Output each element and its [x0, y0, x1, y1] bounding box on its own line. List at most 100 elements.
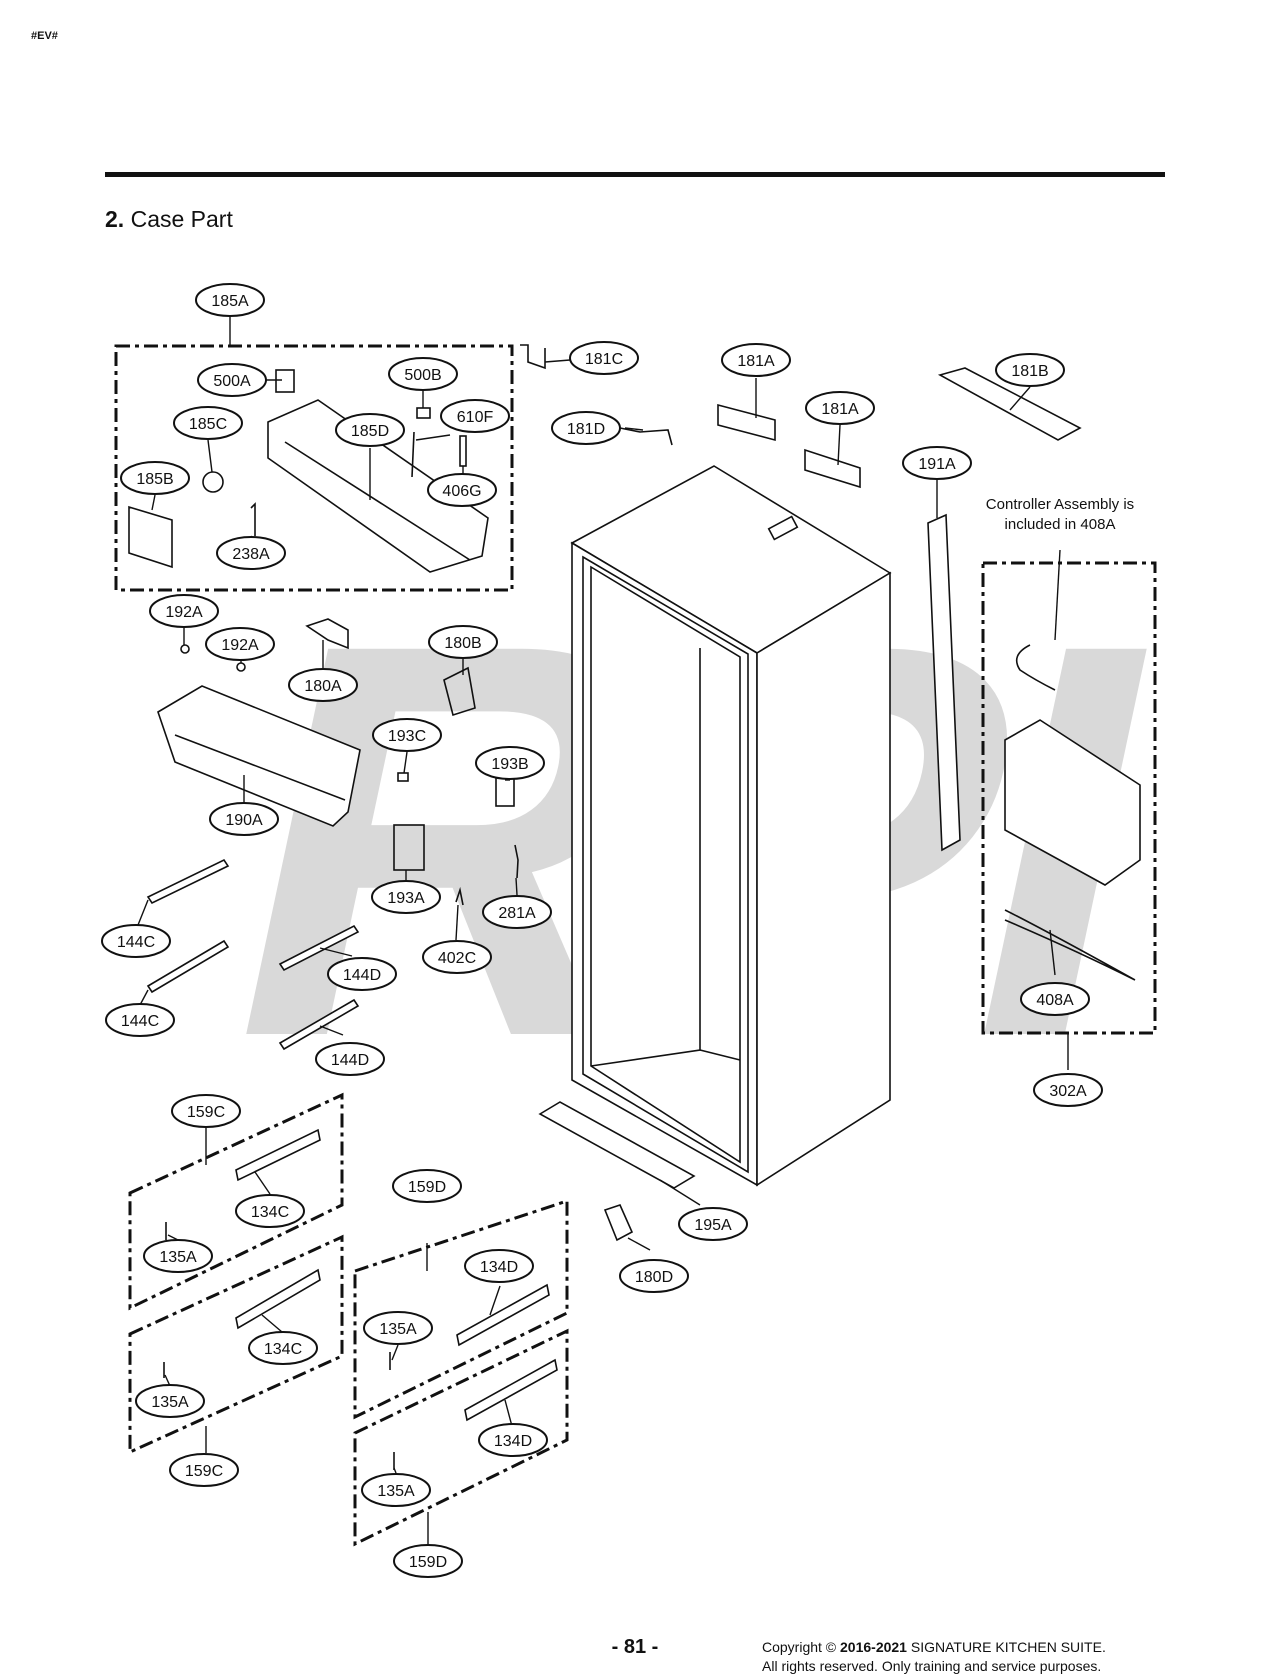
part-label-135A: 135A — [135, 1384, 205, 1418]
svg-text:185C: 185C — [189, 416, 227, 433]
part-label-144C: 144C — [105, 1003, 175, 1037]
page-number: - 81 - — [611, 1636, 659, 1658]
group-box-159C-upper — [128, 1092, 344, 1311]
svg-text:144D: 144D — [343, 967, 381, 984]
part-500A — [275, 369, 295, 393]
part-label-408A: 408A — [1020, 982, 1090, 1016]
svg-text:180B: 180B — [444, 635, 481, 652]
group-box-159C-lower — [128, 1234, 344, 1455]
part-610F — [411, 431, 415, 478]
part-181D — [619, 427, 673, 446]
part-label-180B: 180B — [428, 625, 498, 659]
group-box-159D-upper — [353, 1198, 569, 1420]
copyright-years: 2016-2021 — [840, 1639, 907, 1655]
part-label-180D: 180D — [619, 1259, 689, 1293]
part-label-192A: 192A — [149, 594, 219, 628]
controller-note: Controller Assembly is included in 408A — [955, 495, 1165, 535]
part-label-181A: 181A — [805, 391, 875, 425]
svg-text:181C: 181C — [585, 351, 623, 368]
part-label-159D: 159D — [392, 1169, 462, 1203]
header-rule — [105, 172, 1165, 177]
svg-text:610F: 610F — [457, 409, 494, 426]
svg-text:159C: 159C — [185, 1463, 223, 1480]
svg-text:135A: 135A — [159, 1249, 197, 1266]
copyright-prefix: Copyright © — [762, 1639, 837, 1655]
svg-text:185A: 185A — [211, 293, 249, 310]
note-line2: included in 408A — [1004, 516, 1116, 533]
part-281A — [514, 844, 519, 879]
part-label-134D: 134D — [478, 1423, 548, 1457]
svg-text:302A: 302A — [1049, 1083, 1087, 1100]
part-label-134C: 134C — [235, 1194, 305, 1228]
svg-text:159D: 159D — [408, 1179, 446, 1196]
svg-text:281A: 281A — [498, 905, 536, 922]
part-label-402C: 402C — [422, 940, 492, 974]
part-label-500B: 500B — [388, 357, 458, 391]
part-181A-2 — [804, 448, 861, 489]
svg-text:181B: 181B — [1011, 363, 1048, 380]
svg-text:180D: 180D — [635, 1269, 673, 1286]
part-label-195A: 195A — [678, 1207, 748, 1241]
copyright-rights: All rights reserved. Only training and s… — [762, 1658, 1102, 1674]
svg-text:181D: 181D — [567, 421, 605, 438]
part-144D-1 — [278, 924, 360, 972]
part-500B — [416, 407, 431, 419]
svg-text:144C: 144C — [121, 1013, 159, 1030]
part-label-185D: 185D — [335, 413, 405, 447]
part-402C — [455, 886, 464, 906]
part-evaporator — [1004, 719, 1141, 886]
section-title-text: Case Part — [130, 206, 233, 232]
svg-text:193A: 193A — [387, 890, 425, 907]
part-144C-1 — [146, 858, 230, 905]
part-label-180A: 180A — [288, 668, 358, 702]
part-label-144C: 144C — [101, 924, 171, 958]
part-195A — [538, 1101, 696, 1189]
svg-text:134C: 134C — [251, 1204, 289, 1221]
part-181A-1 — [717, 403, 776, 442]
svg-text:193C: 193C — [388, 728, 426, 745]
part-134C-1 — [235, 1128, 321, 1182]
part-label-191A: 191A — [902, 446, 972, 480]
svg-text:134D: 134D — [480, 1259, 518, 1276]
svg-text:134C: 134C — [264, 1341, 302, 1358]
part-192A-1 — [180, 644, 190, 654]
part-label-159C: 159C — [169, 1453, 239, 1487]
part-label-181B: 181B — [995, 353, 1065, 387]
part-label-135A: 135A — [143, 1239, 213, 1273]
svg-text:190A: 190A — [225, 812, 263, 829]
part-label-193A: 193A — [371, 880, 441, 914]
part-180A — [305, 618, 349, 650]
part-label-238A: 238A — [216, 536, 286, 570]
part-185D — [267, 399, 489, 573]
svg-text:135A: 135A — [379, 1321, 417, 1338]
part-label-159C: 159C — [171, 1094, 241, 1128]
part-label-135A: 135A — [361, 1473, 431, 1507]
part-label-144D: 144D — [327, 957, 397, 991]
part-192A-2 — [236, 662, 246, 672]
part-label-159D: 159D — [393, 1544, 463, 1578]
group-box-159D-lower — [353, 1328, 569, 1547]
part-label-181D: 181D — [551, 411, 621, 445]
svg-text:238A: 238A — [232, 546, 270, 563]
svg-text:500A: 500A — [213, 373, 251, 390]
group-box-302A — [981, 561, 1157, 1035]
part-238A — [250, 502, 256, 536]
part-label-193C: 193C — [372, 718, 442, 752]
svg-text:192A: 192A — [165, 604, 203, 621]
svg-text:500B: 500B — [404, 367, 441, 384]
part-label-610F: 610F — [440, 399, 510, 433]
svg-text:402C: 402C — [438, 950, 476, 967]
part-185C — [202, 471, 224, 493]
part-label-144D: 144D — [315, 1042, 385, 1076]
part-144C-2 — [146, 939, 230, 994]
part-label-181A: 181A — [721, 343, 791, 377]
svg-text:135A: 135A — [377, 1483, 415, 1500]
svg-text:144D: 144D — [331, 1052, 369, 1069]
svg-text:135A: 135A — [151, 1394, 189, 1411]
section-title: 2. Case Part — [105, 206, 233, 233]
part-180B — [443, 666, 476, 717]
part-label-134D: 134D — [464, 1249, 534, 1283]
part-label-185A: 185A — [195, 283, 265, 317]
part-406G — [459, 435, 467, 467]
part-134C-2 — [235, 1268, 321, 1330]
